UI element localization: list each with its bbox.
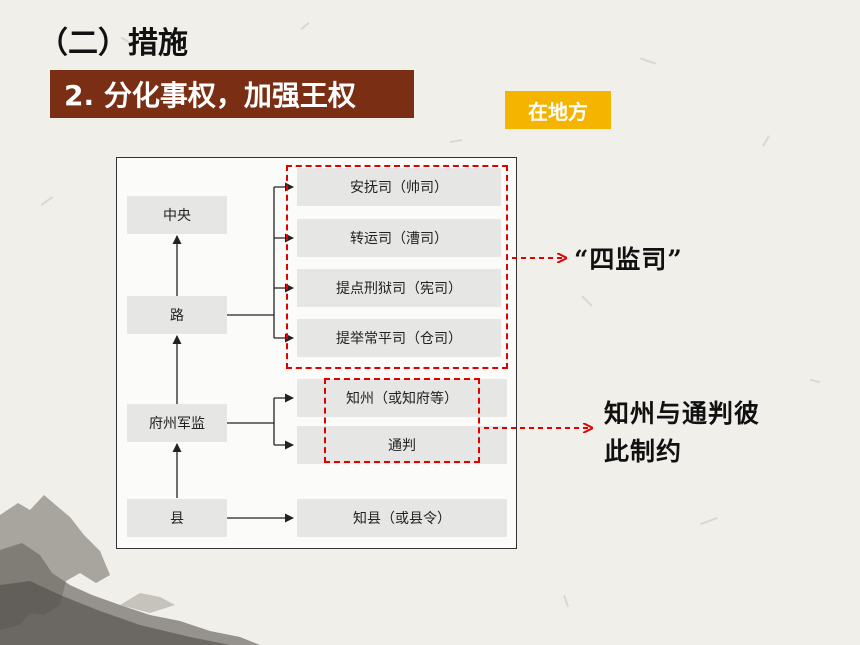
- node-tongpan: 通判: [297, 426, 507, 464]
- prefecture-officials-highlight: [324, 378, 480, 463]
- node-prefecture: 府州军监: [127, 404, 227, 442]
- section-heading: （二）措施: [38, 26, 188, 61]
- node-center: 中央: [127, 196, 227, 234]
- mutual-check-line-2: 此制约: [604, 437, 683, 466]
- diagram-connectors: [172, 182, 294, 523]
- four-offices-callout: “四监司”: [574, 245, 683, 274]
- node-zhixian: 知县（或县令）: [297, 499, 507, 537]
- node-office-zhuanyun: 转运司（漕司）: [297, 219, 501, 257]
- mutual-check-callout: 知州与通判彼 此制约: [604, 395, 760, 471]
- node-office-anfu: 安抚司（帅司）: [297, 168, 501, 206]
- ink-mountains-decoration: [0, 495, 260, 645]
- node-route: 路: [127, 296, 227, 334]
- title-banner: 2. 分化事权，加强王权: [50, 70, 414, 118]
- mutual-check-line-1: 知州与通判彼: [604, 399, 761, 428]
- node-zhizhou: 知州（或知府等）: [297, 379, 507, 417]
- administrative-diagram: 中央 路 府州军监 县 安抚司（帅司） 转运司（漕司） 提点刑狱司（宪司） 提举…: [116, 157, 517, 549]
- node-office-tidian: 提点刑狱司（宪司）: [297, 269, 501, 307]
- node-county: 县: [127, 499, 227, 537]
- four-offices-highlight: [286, 165, 508, 369]
- local-level-badge: 在地方: [505, 91, 611, 129]
- node-office-tiju: 提举常平司（仓司）: [297, 319, 501, 357]
